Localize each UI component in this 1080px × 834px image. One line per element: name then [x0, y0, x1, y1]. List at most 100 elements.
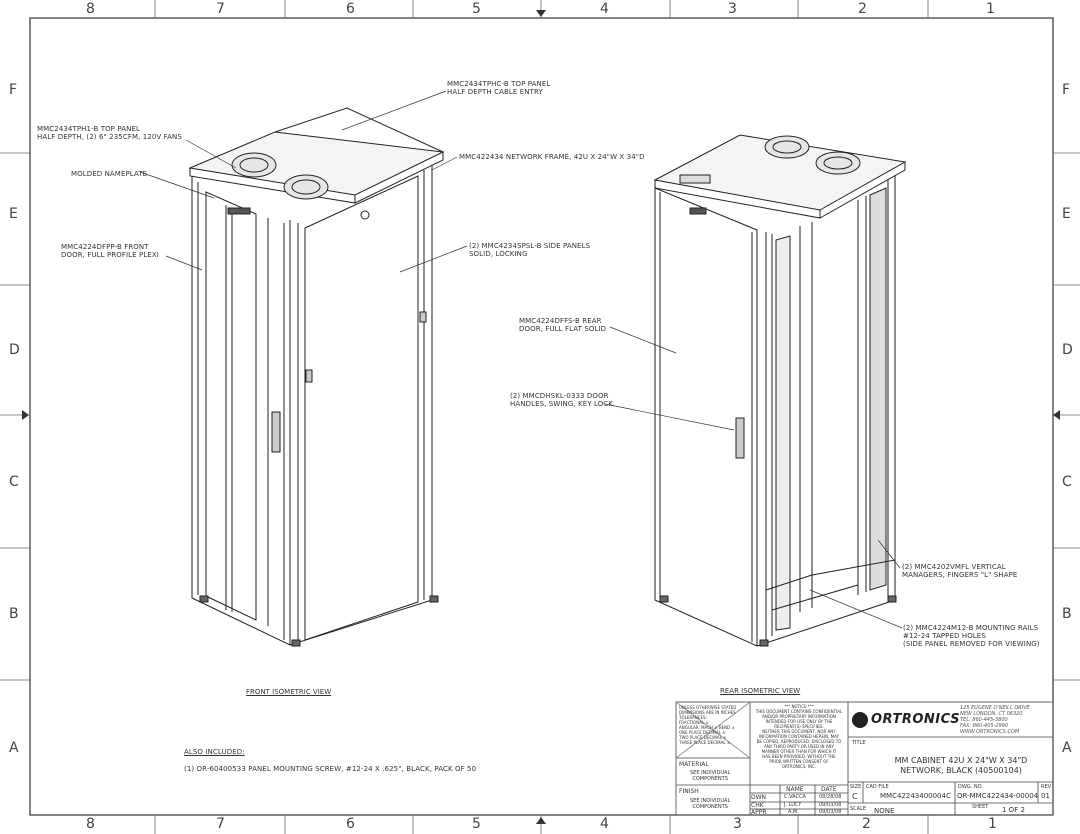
signoff-date-appr: 09/03/08 — [819, 809, 842, 815]
callout-network-frame: MMC422434 NETWORK FRAME, 42U X 24"W X 34… — [459, 153, 645, 161]
rear-view-title: REAR ISOMETRIC VIEW — [720, 687, 801, 695]
tolerance-line: UNLESS OTHERWISE STATED — [679, 705, 737, 710]
front-cabinet-drawing — [188, 107, 445, 647]
zone-col-8-bottom: 8 — [86, 816, 95, 832]
finish-label: FINISH — [679, 788, 699, 795]
zone-col-7-bottom: 7 — [216, 816, 225, 832]
notice-line: HAS BEEN PROVIDED, WITHOUT THE — [762, 754, 836, 759]
notice-line: AND/OR PROPRIETARY INFORMATION — [762, 714, 836, 719]
size-label: SIZE — [850, 784, 862, 790]
signoff-name-dwn: C.VACCA — [784, 794, 806, 800]
sheet-label: SHEET — [972, 804, 989, 810]
tolerance-line: TOLERANCES: — [679, 715, 707, 720]
tolerance-line: ANGULAR: MACH ± BEND ± — [679, 725, 735, 730]
rev-label: REV — [1041, 784, 1052, 790]
zone-row-f-right: F — [1062, 82, 1071, 98]
zone-col-1-top: 1 — [986, 1, 995, 17]
zone-row-d-left: D — [9, 342, 20, 358]
zone-col-7-top: 7 — [216, 1, 225, 17]
zone-row-c-right: C — [1062, 474, 1072, 490]
tolerance-line: FRACTIONAL ± — [679, 720, 709, 725]
zone-col-3-top: 3 — [728, 1, 737, 17]
notice-line: PRIOR WRITTEN CONSENT OF — [769, 759, 829, 764]
callout-line: (2) MMC4202VMFL VERTICAL — [902, 563, 1006, 571]
cad-file-value: MMC42243400004C — [880, 792, 951, 800]
tolerances-block: UNLESS OTHERWISE STATED DIMENSIONS ARE I… — [679, 705, 736, 745]
leader-lines — [139, 90, 903, 629]
zone-col-5-top: 5 — [472, 1, 481, 17]
zone-row-a-right: A — [1062, 740, 1072, 756]
zone-row-e-right: E — [1062, 206, 1071, 222]
callout-line: MOLDED NAMEPLATE — [71, 170, 148, 178]
callout-rear-door: MMC4224DFFS-B REAR DOOR, FULL FLAT SOLID — [519, 317, 606, 333]
zone-row-a-left: A — [9, 740, 19, 756]
signoff-role-dwn: DWN — [751, 794, 767, 801]
company-address: 125 EUGENE O'NEILL DRIVE NEW LONDON, CT … — [960, 705, 1030, 735]
callout-top-panel-fans: MMC2434TPH1-B TOP PANEL HALF DEPTH, (2) … — [37, 125, 182, 141]
callout-line: (2) MMCDHSKL-0333 DOOR — [510, 392, 609, 400]
callout-line: MMC2434TPH1-B TOP PANEL — [37, 125, 140, 133]
callout-line: DOOR, FULL PROFILE PLEXI — [61, 251, 159, 259]
zone-col-2-bottom: 2 — [862, 816, 871, 832]
notice-line: ANY THIRD PARTY OR USED IN ANY — [764, 744, 834, 749]
title-block-grid — [675, 701, 1054, 816]
dwg-no-label: DWG. NO. — [958, 784, 983, 790]
callout-line: (2) MMC4224M12-B MOUNTING RAILS — [903, 624, 1039, 632]
also-included-item: (1) OR-60400533 PANEL MOUNTING SCREW, #1… — [184, 765, 477, 773]
callout-line: MMC4224DFPP-B FRONT — [61, 243, 149, 251]
company-logo: ORTRONICS — [871, 712, 961, 727]
zone-col-3-bottom: 3 — [733, 816, 742, 832]
callout-line: HALF DEPTH, (2) 6" 235CFM, 120V FANS — [37, 133, 182, 141]
scale-value: NONE — [874, 807, 895, 815]
tolerance-line: DIMENSIONS ARE IN INCHES — [679, 710, 736, 715]
callout-mounting-rails: (2) MMC4224M12-B MOUNTING RAILS #12-24 T… — [903, 624, 1040, 648]
signoff-date-chk: 09/03/08 — [819, 802, 842, 808]
callout-line: MMC422434 NETWORK FRAME, 42U X 24"W X 34… — [459, 153, 645, 161]
callout-line: (SIDE PANEL REMOVED FOR VIEWING) — [903, 640, 1040, 648]
finish-line: SEE INDIVIDUAL — [690, 798, 731, 804]
finish-value: SEE INDIVIDUAL COMPONENTS — [690, 798, 730, 810]
notice-block: *** NOTICE *** THIS DOCUMENT CONTAINS CO… — [752, 704, 846, 769]
callout-door-handles: (2) MMCDHSKL-0333 DOOR HANDLES, SWING, K… — [510, 392, 613, 408]
signoff-name-chk: J. LUCY — [784, 802, 802, 808]
notice-line: NEITHER THIS DOCUMENT, NOR ANY — [762, 729, 836, 734]
tolerance-line: ONE PLACE DECIMAL ± — [679, 730, 726, 735]
signoff-date-dwn: 08/28/08 — [819, 794, 842, 800]
address-line: TEL: 860-445-3800 — [960, 717, 1008, 723]
callout-line: (2) MMC4234SPSL-B SIDE PANELS — [469, 242, 591, 250]
notice-line: RECIPIENT(S) SPECIFIED. — [774, 724, 824, 729]
material-value: SEE INDIVIDUAL COMPONENTS — [690, 770, 730, 782]
zone-col-5-bottom: 5 — [472, 816, 481, 832]
callout-line: HALF DEPTH CABLE ENTRY — [447, 88, 543, 96]
finish-line: COMPONENTS — [692, 804, 728, 810]
drawing-title-line: MM CABINET 42U X 24"W X 34"D — [894, 756, 1028, 765]
drawing-title-line: NETWORK, BLACK (40500104) — [900, 766, 1022, 775]
zone-row-b-left: B — [9, 606, 19, 622]
callout-vertical-managers: (2) MMC4202VMFL VERTICAL MANAGERS, FINGE… — [902, 563, 1017, 579]
notice-line: MANNER OTHER THAN FOR WHICH IT — [761, 749, 837, 754]
address-line: FAX: 860-405-2990 — [960, 723, 1009, 729]
drawing-title: MM CABINET 42U X 24"W X 34"D NETWORK, BL… — [876, 756, 1046, 776]
dwg-no-value: OR-MMC422434-00004 — [957, 792, 1039, 800]
callout-side-panels: (2) MMC4234SPSL-B SIDE PANELS SOLID, LOC… — [469, 242, 590, 258]
sheet-value: 1 OF 2 — [1002, 806, 1025, 814]
signoff-name-appr: A.M. — [788, 809, 799, 815]
scale-label: SCALE — [850, 806, 867, 812]
rear-cabinet-drawing — [653, 134, 907, 647]
zone-row-f-left: F — [9, 82, 18, 98]
material-line: SEE INDIVIDUAL — [690, 770, 731, 776]
also-included-heading: ALSO INCLUDED: — [184, 748, 245, 756]
address-line: WWW.ORTRONICS.COM — [960, 729, 1020, 735]
address-line: 125 EUGENE O'NEILL DRIVE — [960, 705, 1030, 711]
tolerance-line: TWO PLACE DECIMAL ± — [679, 735, 727, 740]
zone-col-4-bottom: 4 — [600, 816, 609, 832]
zone-col-4-top: 4 — [600, 1, 609, 17]
material-label: MATERIAL — [679, 761, 709, 768]
material-line: COMPONENTS — [692, 776, 728, 782]
zone-col-1-bottom: 1 — [988, 816, 997, 832]
notice-line: INFORMATION CONTAINED HEREIN, MAY — [758, 734, 840, 739]
zone-col-6-top: 6 — [346, 1, 355, 17]
callout-line: SOLID, LOCKING — [469, 250, 528, 258]
callout-nameplate: MOLDED NAMEPLATE — [71, 170, 147, 178]
